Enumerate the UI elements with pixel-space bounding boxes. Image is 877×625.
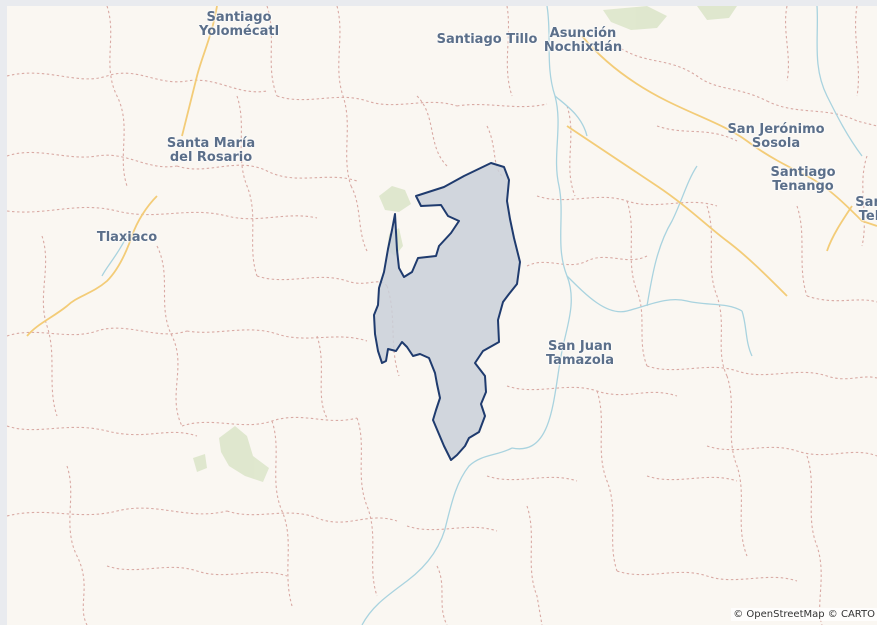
park-area — [603, 6, 667, 30]
label-line: Sosola — [751, 136, 801, 151]
highway — [181, 6, 218, 137]
label-line: Nochixtlán — [543, 40, 623, 55]
label-line: Yolomécatl — [198, 24, 280, 39]
map-top-border — [0, 0, 877, 6]
label-line: Santiago Tillo — [436, 32, 538, 47]
label-line: Tlaxiaco — [96, 230, 158, 245]
map-canvas[interactable]: Santiago Yolomécatl Santiago Tillo Asunc… — [7, 6, 877, 625]
place-label-santa-maria-del-rosario: Santa María del Rosario — [167, 137, 255, 165]
river — [646, 165, 698, 307]
place-label-asuncion-nochixtlan: Asunción Nochixtlán — [544, 27, 622, 55]
map-left-border — [0, 0, 7, 625]
highway — [26, 195, 158, 337]
river — [511, 6, 572, 450]
map-attribution: © OpenStreetMap © CARTO — [731, 608, 877, 621]
river — [554, 95, 588, 137]
osm-attribution-link[interactable]: © OpenStreetMap — [733, 609, 825, 620]
river — [566, 275, 743, 313]
label-line: Tenango — [772, 179, 834, 194]
park-area — [219, 426, 269, 482]
label-line: del Rosario — [169, 150, 253, 165]
park-area — [379, 186, 411, 212]
label-line: San — [855, 195, 877, 210]
park-area — [193, 454, 207, 472]
place-label-santiago-tenango: Santiago Tenango — [770, 166, 835, 194]
river — [101, 235, 128, 277]
label-line: San Juan — [547, 339, 613, 354]
admin-boundaries — [7, 6, 877, 625]
place-label-santiago-yolomecatl: Santiago Yolomécatl — [199, 11, 279, 39]
highlighted-municipality-outline — [373, 162, 521, 461]
label-line: Asunción — [549, 26, 617, 41]
label-line: Tel — [858, 209, 877, 224]
highway — [566, 125, 788, 297]
label-line: Santiago — [206, 10, 272, 25]
label-line: Tamazola — [545, 353, 615, 368]
highway — [826, 205, 853, 252]
place-label-san-jeronimo-sosola: San Jerónimo Sosola — [727, 123, 824, 151]
highways — [26, 6, 877, 337]
label-line: Santiago — [770, 165, 836, 180]
basemap — [7, 6, 877, 625]
label-line: San Jerónimo — [727, 122, 825, 137]
park-area — [697, 6, 737, 20]
place-label-san-juan-tamazola: San Juan Tamazola — [546, 340, 614, 368]
place-label-santiago-tillo: Santiago Tillo — [437, 33, 538, 47]
place-label-tlaxiaco: Tlaxiaco — [97, 231, 157, 245]
river — [361, 447, 513, 625]
highway — [581, 35, 877, 227]
carto-attribution-link[interactable]: © CARTO — [827, 609, 875, 620]
rivers — [101, 6, 863, 625]
river — [741, 310, 753, 357]
label-line: Santa María — [166, 136, 256, 151]
river — [816, 6, 863, 157]
place-label-partial-edge: San Tel — [855, 196, 877, 224]
